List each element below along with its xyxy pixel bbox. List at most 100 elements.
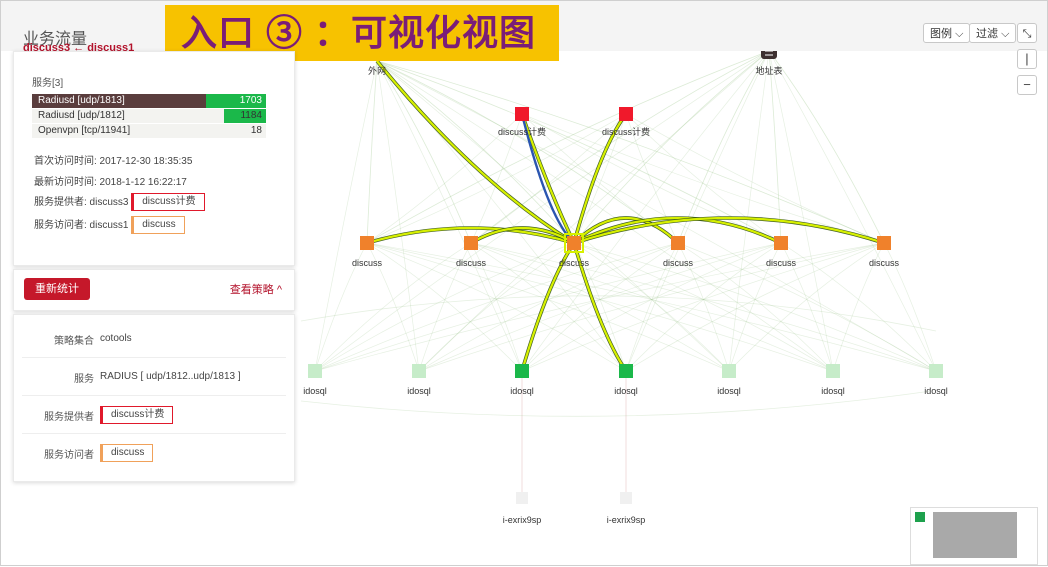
policy-provider-label: 服务提供者: [44, 412, 94, 423]
instance-node[interactable]: [516, 492, 528, 504]
discuss-node[interactable]: [671, 236, 685, 250]
traffic-edge: [625, 50, 770, 372]
traffic-edge: [573, 50, 770, 244]
policy-service-row: 服务 RADIUS [ udp/1812..udp/1813 ]: [22, 359, 286, 396]
service-label: Openvpn [tcp/11941]: [38, 125, 131, 136]
traffic-edge: [768, 50, 782, 244]
discuss-node[interactable]: [464, 236, 478, 250]
traffic-edge: [418, 242, 782, 372]
service-row[interactable]: Radiusd [udp/1812] 1184: [32, 109, 266, 123]
traffic-edge: [376, 60, 782, 244]
policy-visitor-label: 服务访问者: [44, 450, 94, 461]
service-row[interactable]: Radiusd [udp/1813] 1703: [32, 94, 266, 108]
traffic-edge: [677, 242, 730, 372]
node-label: discuss: [456, 258, 487, 268]
traffic-edge: [314, 242, 782, 372]
node-label: idosql: [510, 386, 534, 396]
traffic-edge: [625, 113, 782, 244]
database-node[interactable]: [308, 364, 322, 378]
traffic-edge: [573, 242, 730, 372]
service-bar: [224, 109, 266, 123]
billing-node[interactable]: [515, 107, 529, 121]
database-node[interactable]: [722, 364, 736, 378]
minimap-toggle-icon[interactable]: [915, 512, 925, 522]
traffic-edge: [470, 242, 627, 372]
minimap[interactable]: [910, 507, 1038, 565]
discuss-node[interactable]: [567, 236, 581, 250]
database-node[interactable]: [619, 364, 633, 378]
node-label: discuss: [869, 258, 900, 268]
selected-node-ring: [564, 233, 584, 253]
policy-provider-tag[interactable]: discuss计费: [100, 406, 174, 424]
flow-edge: [572, 242, 627, 372]
traffic-edge: [625, 242, 679, 372]
policy-set-label: 策略集合: [54, 336, 94, 347]
recalculate-button[interactable]: 重新统计: [24, 278, 90, 300]
chevron-down-icon: ⌵: [1001, 28, 1010, 40]
billing-node[interactable]: [619, 107, 633, 121]
traffic-edge: [728, 242, 782, 372]
legend-button[interactable]: 图例 ⌵: [923, 23, 971, 43]
traffic-edge: [470, 242, 834, 372]
database-node[interactable]: [515, 364, 529, 378]
traffic-edge: [314, 242, 368, 372]
filter-button[interactable]: 过滤 ⌵: [969, 23, 1017, 43]
discuss-node[interactable]: [360, 236, 374, 250]
visitor-row: 服务访问者: discuss1 discuss: [34, 216, 185, 235]
traffic-edge: [366, 113, 523, 244]
traffic-edge: [470, 242, 937, 372]
node-label: i-exrix9sp: [607, 515, 646, 525]
instance-node[interactable]: [620, 492, 632, 504]
traffic-edge: [728, 50, 770, 372]
service-row[interactable]: Openvpn [tcp/11941] 18: [32, 124, 266, 138]
traffic-edge: [625, 242, 782, 372]
zoom-out-button[interactable]: −: [1017, 75, 1037, 95]
traffic-edge: [768, 50, 937, 372]
visitor-tag[interactable]: discuss: [131, 216, 185, 235]
flow-edge: [470, 227, 575, 244]
traffic-edge: [314, 242, 575, 372]
traffic-edge: [366, 60, 378, 244]
discuss-node[interactable]: [774, 236, 788, 250]
traffic-edge: [677, 50, 770, 244]
traffic-edge: [376, 60, 472, 244]
minimap-viewport[interactable]: [933, 512, 1017, 558]
node-label: idosql: [407, 386, 431, 396]
node-label: idosql: [303, 386, 327, 396]
flow-edge: [573, 216, 885, 245]
flow-edge: [573, 216, 679, 244]
traffic-edge: [418, 242, 885, 372]
graph-nodes[interactable]: [308, 43, 943, 504]
node-label: 外网: [368, 65, 386, 76]
provider-tag[interactable]: discuss计费: [131, 193, 205, 212]
legend-label: 图例: [930, 28, 952, 40]
flow-edge: [520, 113, 575, 244]
collapse-button[interactable]: ⤡: [1017, 23, 1037, 43]
discuss-node[interactable]: [877, 236, 891, 250]
database-node[interactable]: [412, 364, 426, 378]
policy-service-value: RADIUS [ udp/1812..udp/1813 ]: [100, 371, 241, 382]
zoom-reset-button[interactable]: |: [1017, 49, 1037, 69]
traffic-edge: [376, 60, 730, 372]
database-node[interactable]: [929, 364, 943, 378]
traffic-edge: [625, 113, 885, 244]
traffic-edge: [521, 50, 770, 372]
service-count: 1184: [240, 110, 262, 121]
traffic-edge: [521, 242, 679, 372]
traffic-edge: [418, 242, 472, 372]
node-label: discuss: [766, 258, 797, 268]
traffic-edge: [728, 242, 885, 372]
policy-visitor-tag[interactable]: discuss: [100, 444, 154, 462]
traffic-edge: [677, 242, 834, 372]
traffic-edge: [376, 60, 885, 244]
database-node[interactable]: [826, 364, 840, 378]
traffic-edge: [521, 242, 885, 372]
visitor-label: 服务访问者: discuss1: [34, 220, 129, 231]
traffic-edge: [573, 113, 627, 244]
node-label: idosql: [717, 386, 741, 396]
view-policy-link[interactable]: 查看策略 ^: [229, 284, 282, 296]
filter-label: 过滤: [976, 28, 998, 40]
node-label: discuss计费: [498, 126, 546, 137]
